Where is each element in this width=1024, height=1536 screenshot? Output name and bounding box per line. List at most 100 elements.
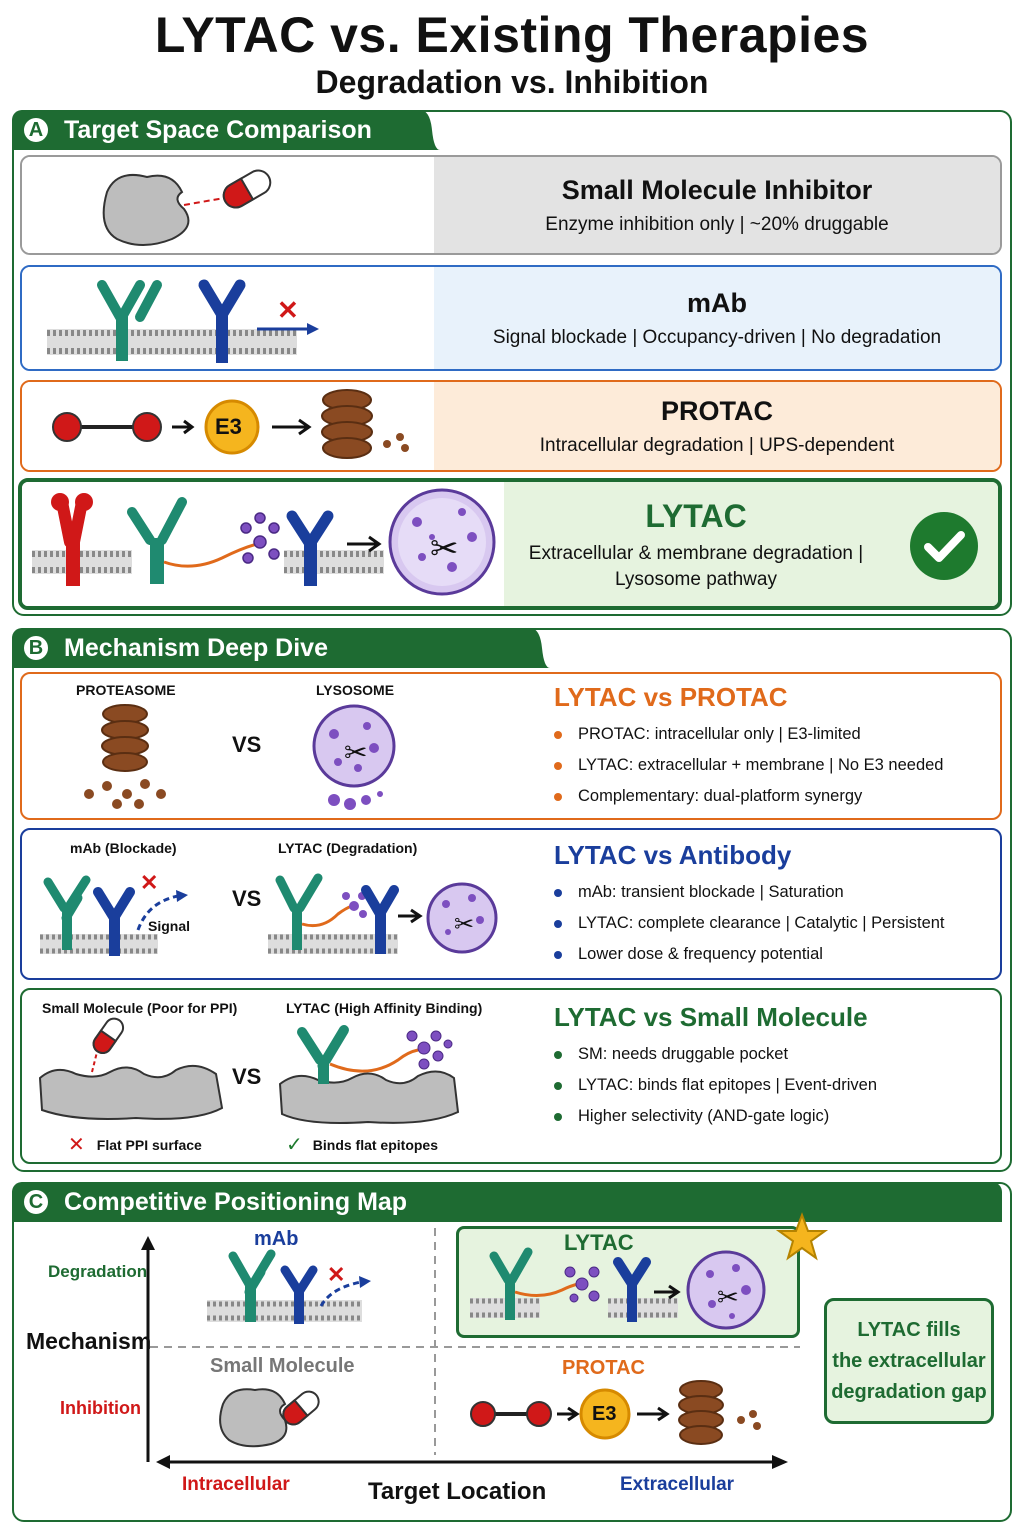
lytac-binding-icon [278,1025,460,1124]
quadrant-protac-label: PROTAC [562,1357,645,1379]
row-lytac-illustration: ✂ [22,482,504,606]
antibody-bullet-3: Lower dose & frequency potential [554,945,994,964]
antibody-bullet-1: mAb: transient blockade | Saturation [554,883,994,902]
row-mab-name: mAb [687,287,747,318]
row-protac-desc: Intracellular degradation | UPS-dependen… [539,434,895,456]
quadrant-mab-label: mAb [254,1228,299,1250]
lysosome-label: LYSOSOME [316,682,395,698]
row-protac-name: PROTAC [661,395,773,426]
lytac-degradation-icon: ✂ [268,873,498,954]
proteasome-icon [84,704,166,809]
vs-protac: VS [232,732,262,757]
lytac-degradation-label: LYTAC (Degradation) [278,840,418,856]
lytac-lysosome-icon: ✂ [32,488,496,596]
gap-callout: LYTAC fills the extracellular degradatio… [824,1298,994,1424]
page-title: LYTAC vs. Existing Therapies [154,7,870,63]
sm-poor-ppi-label: Small Molecule (Poor for PPI) [42,1000,238,1016]
signal-label: Signal [148,918,191,934]
flat-ppi-note: ✕ Flat PPI surface [68,1134,202,1156]
section-b-tab: B Mechanism Deep Dive [12,628,532,668]
x-intracellular-label: Intracellular [182,1474,290,1495]
star-icon [775,1212,829,1261]
mab-blockade-icon: ✕ [40,870,188,956]
protac-compare-text: LYTAC vs PROTAC PROTAC: intracellular on… [554,682,994,806]
y-axis-label: Mechanism [26,1328,152,1354]
antibody-bullet-2: LYTAC: complete clearance | Catalytic | … [554,914,994,933]
quadrant-lytac-label: LYTAC [564,1230,634,1255]
row-mab: ✕ mAb Signal blockade | Occupancy-driven… [20,265,1002,371]
lytac-high-affinity-label: LYTAC (High Affinity Binding) [286,1000,483,1016]
protac-compare-heading: LYTAC vs PROTAC [554,682,788,712]
compare-protac-box: PROTEASOME LYSOSOME VS ✂ LYTAC vs PROTAC… [20,672,1002,820]
antibody-membrane-icon: ✕ [47,279,319,363]
page-subtitle: Degradation vs. Inhibition [315,64,709,100]
check-circle-icon [910,512,978,580]
quadrant-sm-label: Small Molecule [210,1355,355,1377]
svg-text:✕: ✕ [327,1262,345,1287]
section-a-tab: A Target Space Comparison [12,110,422,150]
row-lytac: ✂ LYTAC Extracellular & membrane degrada… [18,478,1002,610]
section-c-title: Competitive Positioning Map [64,1187,408,1216]
flat-ppi-surface-icon [38,1017,224,1120]
row-sm-name: Small Molecule Inhibitor [561,174,873,205]
svg-text:✂: ✂ [717,1283,739,1313]
quadrant-mab-icon: ✕ [207,1249,371,1324]
section-b-title: Mechanism Deep Dive [64,633,328,662]
row-protac-illustration: E3 [22,382,434,470]
x-axis-label: Target Location [368,1478,547,1505]
svg-text:✕: ✕ [277,295,299,325]
lysosome-icon: ✂ [312,704,396,810]
row-protac-e3-label: E3 [215,414,242,439]
protac-bullet-2: LYTAC: extracellular + membrane | No E3 … [554,756,994,775]
section-c-letter: C [22,1188,50,1216]
protac-bullet-1: PROTAC: intracellular only | E3-limited [554,725,994,744]
y-inhibition-label: Inhibition [60,1398,141,1418]
section-a-title: Target Space Comparison [64,115,372,144]
protac-e3-proteasome-icon [52,389,409,459]
row-sm-desc: Enzyme inhibition only | ~20% druggable [545,213,889,235]
callout-line-1: LYTAC fills [857,1318,961,1341]
section-c-tab: C Competitive Positioning Map [12,1182,1002,1222]
callout-line-2: the extracellular [832,1349,986,1372]
antibody-compare-heading: LYTAC vs Antibody [554,840,792,870]
compare-small-molecule-box: Small Molecule (Poor for PPI) LYTAC (Hig… [20,988,1002,1164]
y-degradation-label: Degradation [48,1262,148,1281]
section-a-tab-curve [420,110,440,150]
section-b-letter: B [22,634,50,662]
protac-bullet-3: Complementary: dual-platform synergy [554,787,994,806]
svg-text:✂: ✂ [454,910,474,938]
sm-compare-text: LYTAC vs Small Molecule SM: needs drugga… [554,1002,994,1126]
x-extracellular-label: Extracellular [620,1474,735,1495]
green-check-icon: ✓ [286,1134,303,1156]
antibody-compare-text: LYTAC vs Antibody mAb: transient blockad… [554,840,994,964]
binds-flat-note: ✓ Binds flat epitopes [286,1134,438,1156]
quadrant-lytac-icon: ✂ [470,1247,766,1330]
section-a-letter: A [22,116,50,144]
svg-text:✂: ✂ [344,736,367,769]
row-small-molecule: Small Molecule Inhibitor Enzyme inhibiti… [20,155,1002,255]
row-sm-illustration [22,157,434,253]
quadrant-protac-icon [470,1380,761,1445]
row-lytac-name: LYTAC [645,497,747,534]
row-mab-desc: Signal blockade | Occupancy-driven | No … [492,326,942,348]
sm-bullet-2: LYTAC: binds flat epitopes | Event-drive… [554,1076,994,1095]
row-lytac-desc-1: Extracellular & membrane degradation | [528,542,864,564]
sm-bullet-1: SM: needs druggable pocket [554,1045,994,1064]
section-b-tab-curve [530,628,550,668]
proteasome-label: PROTEASOME [76,682,176,698]
sm-compare-heading: LYTAC vs Small Molecule [554,1002,868,1032]
red-x-icon: ✕ [68,1134,85,1156]
callout-line-3: degradation gap [831,1380,987,1403]
svg-text:✕: ✕ [140,870,158,895]
row-lytac-desc-2: Lysosome pathway [615,568,777,590]
vs-antibody: VS [232,886,262,911]
quadrant-sm-icon [219,1388,320,1448]
mab-blockade-label: mAb (Blockade) [70,840,177,856]
svg-text:✂: ✂ [430,529,459,569]
vs-small-molecule: VS [232,1064,262,1089]
sm-bullet-3: Higher selectivity (AND-gate logic) [554,1107,994,1126]
row-mab-illustration: ✕ [22,267,434,369]
enzyme-pill-icon [102,169,272,246]
compare-antibody-box: mAb (Blockade) LYTAC (Degradation) ✕ Sig… [20,828,1002,980]
